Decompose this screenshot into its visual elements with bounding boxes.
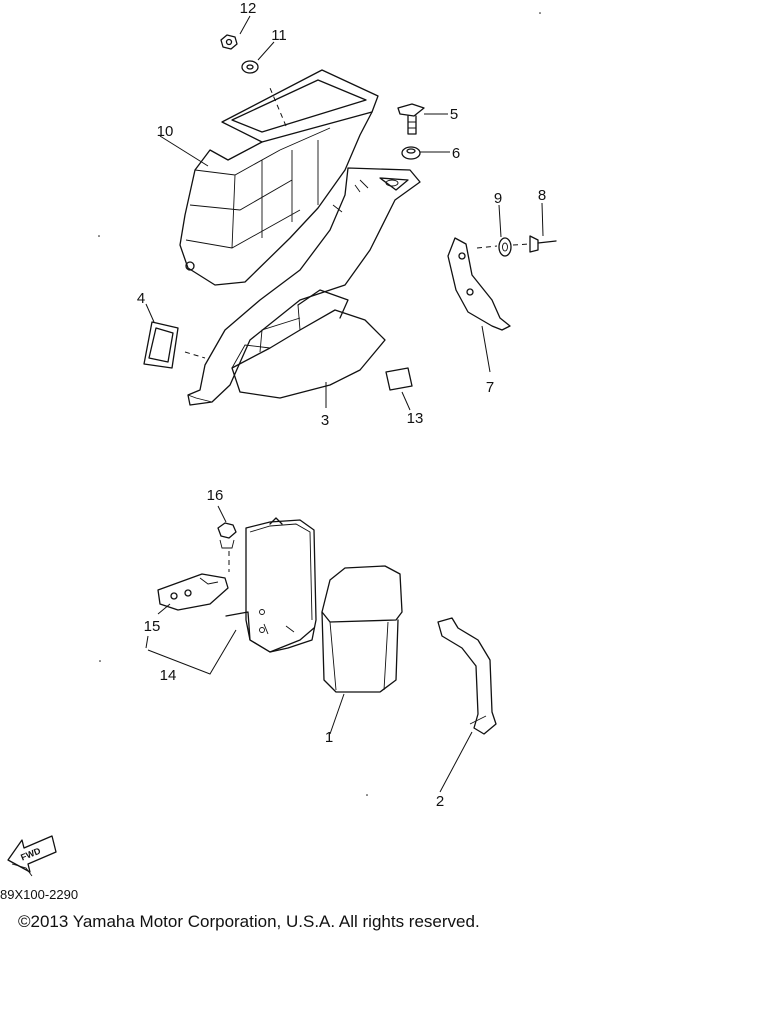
fwd-arrow-icon: FWD xyxy=(7,835,57,877)
part-15-plate xyxy=(157,573,229,611)
part-9-grommet xyxy=(498,237,512,257)
callout-14: 14 xyxy=(160,667,177,684)
part-7-bracket xyxy=(447,237,511,331)
callout-5: 5 xyxy=(450,106,458,123)
callout-7: 7 xyxy=(486,379,494,396)
callout-labels: 12 11 10 5 6 9 8 4 3 13 7 16 15 14 1 2 xyxy=(137,0,546,810)
callout-1: 1 xyxy=(325,729,333,746)
part-11-washer xyxy=(241,60,259,74)
part-8-screw xyxy=(529,235,557,253)
callout-16: 16 xyxy=(207,487,224,504)
part-14-bracket xyxy=(225,517,317,653)
callout-15: 15 xyxy=(144,618,161,635)
drawing-code: 89X100-2290 xyxy=(0,887,79,902)
part-3-cover xyxy=(187,167,421,406)
callout-8: 8 xyxy=(538,187,546,204)
callout-10: 10 xyxy=(157,123,174,140)
part-13-pad xyxy=(385,367,413,391)
part-1-battery xyxy=(321,565,403,693)
callout-9: 9 xyxy=(494,190,502,207)
callout-4: 4 xyxy=(137,290,145,307)
part-12-nut xyxy=(220,34,238,50)
part-6-grommet xyxy=(401,146,421,160)
callout-3: 3 xyxy=(321,412,329,429)
copyright-notice: ©2013 Yamaha Motor Corporation, U.S.A. A… xyxy=(18,912,480,931)
part-5-wing-bolt xyxy=(397,103,425,135)
part-4-seal xyxy=(143,321,179,369)
part-16-nut xyxy=(217,522,237,549)
callout-11: 11 xyxy=(271,27,287,44)
callout-6: 6 xyxy=(452,145,460,162)
part-2-band xyxy=(437,617,497,735)
callout-13: 13 xyxy=(407,410,424,427)
callout-12: 12 xyxy=(240,0,257,17)
part-10-intake-duct xyxy=(179,69,379,286)
callout-2: 2 xyxy=(436,793,444,810)
leader-lines xyxy=(145,15,544,793)
